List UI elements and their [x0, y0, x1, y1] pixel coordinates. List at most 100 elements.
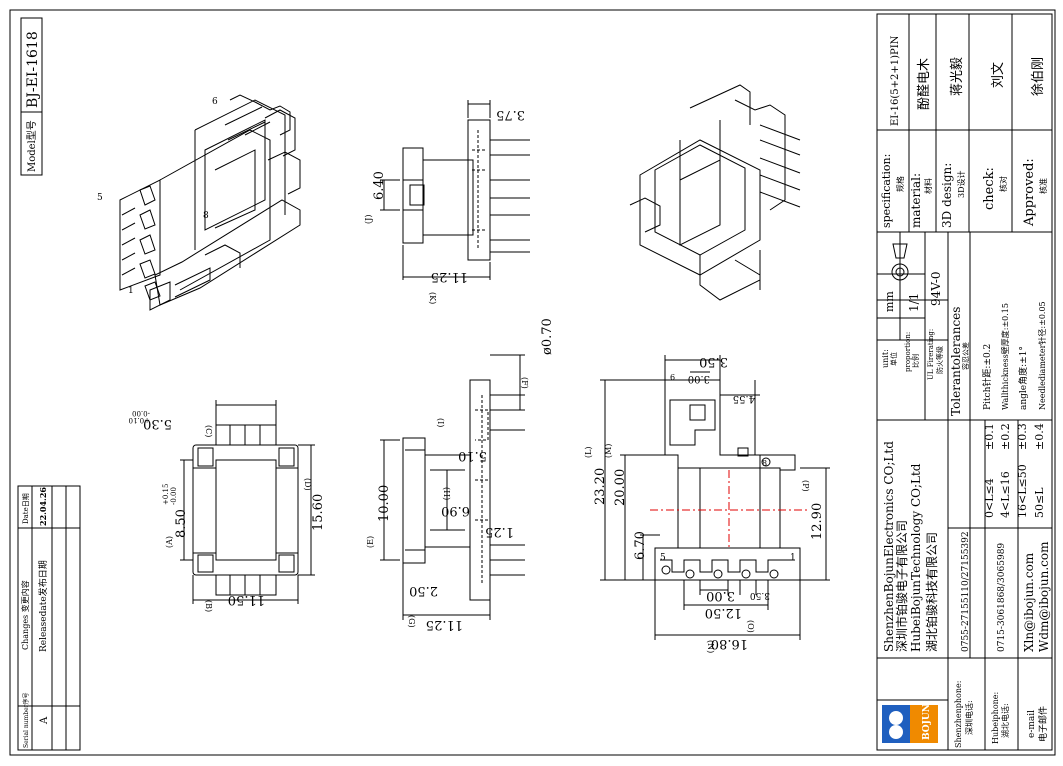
check-label: check:	[982, 167, 997, 210]
dim-1-25: 1.25	[485, 524, 514, 539]
projection-symbol	[891, 243, 909, 281]
dim-letter-A: (A)	[165, 536, 174, 548]
tol-range-2: 4<L≤16	[999, 471, 1012, 518]
bottom-pin5-label: 5	[660, 553, 666, 563]
approved-label: Approved:	[1022, 158, 1037, 227]
changes-row-change: Releasedate发布日期	[37, 560, 49, 652]
iso-pin5-label: 5	[97, 193, 103, 203]
dim-16-80: 16.80	[711, 636, 748, 651]
dim-11-50: 11.50	[228, 592, 265, 607]
design-label: 3D design:	[940, 163, 954, 228]
dim-3-00-bottom: 3.00	[706, 588, 735, 603]
bottom-view	[600, 355, 830, 640]
approved-sub: 核准	[1038, 178, 1048, 194]
hb-phone-label: Hubeiphone:	[991, 692, 1000, 744]
dim-letter-K: (K)	[428, 292, 437, 304]
dim-letter-G: (G)	[407, 615, 416, 628]
hb-phone-value: 0715-3061868/3065989	[997, 543, 1007, 652]
tol-value-2: ±0.2	[999, 423, 1012, 450]
model-box: Model型号 BJ-EI-1618	[20, 17, 43, 176]
changes-header-serial: Serial number序号	[22, 692, 30, 748]
sz-phone-label: Shenzhenphone:	[954, 681, 963, 748]
dim-12-50: 12.50	[705, 605, 742, 620]
email-1[interactable]: Xln@ibojun.com	[1022, 552, 1036, 652]
sz-phone-value: 0755-27155110/27155392	[961, 531, 971, 652]
tol-note-needle: Needlediameter针径:±0.05	[1037, 301, 1047, 410]
iso-view-left	[119, 94, 301, 311]
sheet-border	[9, 9, 1056, 756]
front-view	[380, 354, 525, 620]
dim-3-50: 3.50	[699, 354, 728, 369]
dim-23-20: 23.20	[593, 468, 608, 505]
dim-5-10: 5.10	[458, 448, 487, 463]
tol-value-3: ±0.3	[1016, 423, 1029, 450]
title-block	[876, 13, 1053, 751]
dim-letter-H: (H)	[442, 487, 451, 500]
check-value: 刘文	[991, 62, 1006, 88]
proportion-sub: 比例	[911, 354, 920, 368]
hb-phone-sub: 湖北电话:	[1000, 703, 1010, 738]
email-label: e-mail	[1027, 710, 1037, 738]
changes-row-serial: A	[39, 716, 50, 725]
tol-title: Tolerantolerances	[949, 307, 963, 416]
bottom-pin1-label: 1	[790, 553, 796, 563]
company-logo: BOJUN	[882, 704, 938, 743]
dim-6-70: 6.70	[633, 531, 648, 560]
tol-note-wall: Wallthickness壁厚度:±0.15	[1000, 303, 1010, 410]
email-sub: 电子邮件	[1037, 706, 1049, 742]
iso-pin8-label: 8	[203, 211, 209, 221]
proportion-label: proportion:	[904, 332, 912, 372]
material-sub: 材料	[923, 178, 933, 194]
changes-table: Serial number序号 Changes 变更内容 Date日期 A Re…	[17, 485, 81, 751]
dim-3-50-bottom: 3.50	[750, 590, 770, 600]
tol-note-angle: angle角度:±1°	[1017, 346, 1029, 410]
dim-letter-D: (D)	[303, 478, 312, 491]
unit-value: mm	[883, 291, 896, 312]
dim-3-75: 3.75	[496, 107, 525, 122]
material-value: 酚醛电木	[916, 58, 932, 110]
dim-10-00: 10.00	[377, 485, 392, 522]
dim-8-50-tol-dn: -0.00	[170, 487, 178, 505]
design-value: 蒋光毅	[949, 57, 965, 96]
dim-5-30-tol-dn: -0.00	[132, 409, 150, 417]
dim-0-70: ø0.70	[540, 318, 555, 355]
company-line-1: ShenzhenBojunElectronics CO;Ltd	[882, 441, 896, 652]
dim-2-50: 2.50	[409, 583, 438, 598]
email-2[interactable]: Wdm@ibojun.com	[1037, 541, 1051, 652]
model-value: BJ-EI-1618	[25, 31, 41, 108]
side-view-top	[380, 100, 530, 280]
design-sub: 3D设计	[956, 170, 966, 198]
dim-letter-O: (O)	[746, 620, 755, 633]
spec-label: specification:	[880, 154, 893, 228]
dim-letter-L: (L)	[584, 446, 593, 458]
dim-letter-B: (B)	[204, 600, 213, 612]
unit-label: unit:	[881, 349, 890, 368]
company-line-2: 深圳市铂骏电子有限公司	[894, 520, 909, 652]
dim-6-40: 6.40	[372, 171, 387, 200]
dim-letter-F: (F)	[520, 377, 529, 389]
logo-text: BOJUN	[922, 704, 932, 740]
changes-header-change: Changes 变更内容	[20, 580, 30, 650]
tol-value-1: ±0.1	[983, 423, 996, 450]
check-sub: 核对	[998, 176, 1008, 192]
dim-letter-P: (P)	[801, 480, 810, 492]
iso-pin1-label: 1	[128, 286, 134, 296]
dim-letter-M: (M)	[604, 444, 613, 458]
dim-15-60: 15.60	[311, 494, 326, 531]
spec-value: EI-16(5+2+1)PIN	[890, 35, 901, 126]
fire-sub: 防火等级	[935, 346, 944, 374]
tol-sub: 容忍公差	[961, 342, 970, 370]
bottom-pin6-label: 6	[670, 373, 675, 382]
iso-view-right	[629, 84, 801, 301]
dim-letter-I: (I)	[436, 418, 445, 427]
dim-11-25-side: 11.25	[431, 269, 468, 284]
title-block-texts: specification: 规格 EI-16(5+2+1)PIN materi…	[880, 35, 1051, 748]
dim-12-90: 12.90	[810, 503, 825, 540]
top-view	[180, 400, 315, 604]
fire-value: 94V-0	[929, 271, 943, 306]
fire-label: UL Firerating:	[927, 329, 935, 380]
sz-phone-sub: 深圳电话:	[964, 700, 974, 735]
company-line-3: HubeiBojunTechnology CO;Ltd	[909, 463, 923, 652]
model-label: Model型号	[25, 120, 38, 172]
